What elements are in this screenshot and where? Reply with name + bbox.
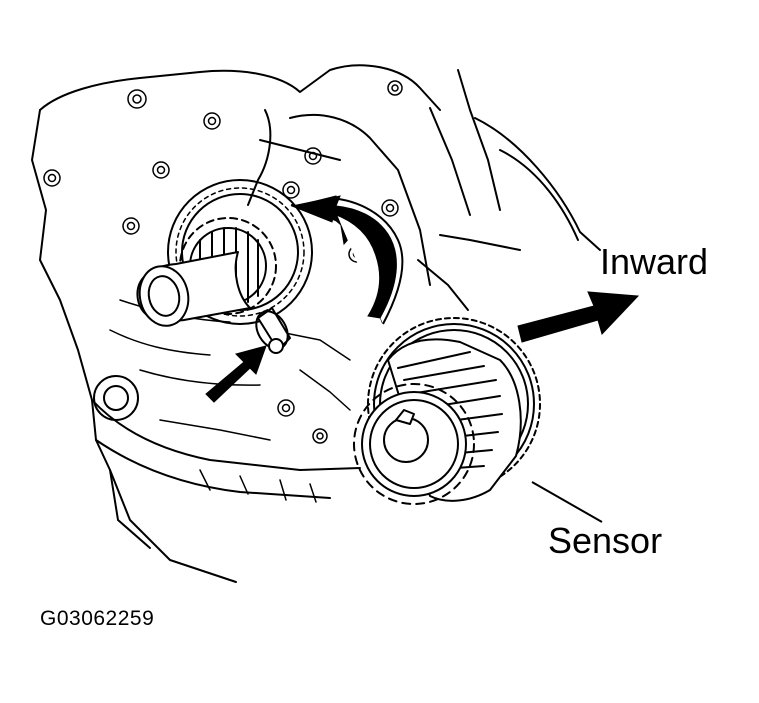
key-pointer-arrow (205, 345, 267, 403)
crankshaft-nose (136, 251, 251, 327)
sensor-leader-line (531, 481, 603, 523)
crank-timing-gear-with-sensor (353, 317, 541, 505)
crankshaft-key (255, 307, 291, 354)
inward-arrow (517, 291, 640, 343)
sensor-label: Sensor (548, 520, 663, 561)
install-direction-arrow (290, 195, 404, 325)
figure-id: G03062259 (40, 607, 155, 630)
engine-block (31, 64, 601, 583)
inward-label: Inward (600, 241, 709, 282)
